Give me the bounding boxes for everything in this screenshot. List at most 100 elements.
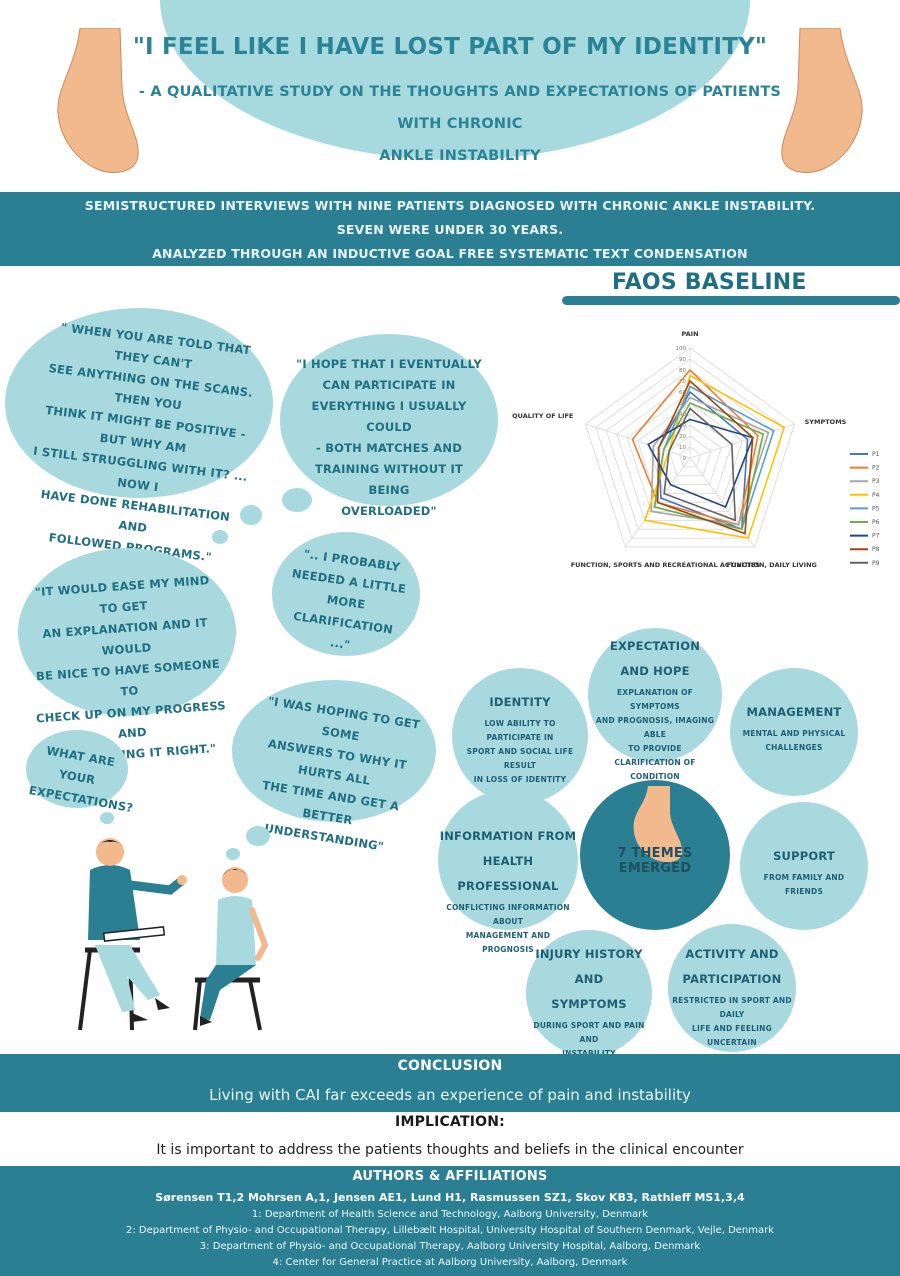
theme-desc-line: RESTRICTED IN SPORT AND DAILY [672,996,792,1019]
foot-right-illustration [781,28,863,173]
theme-desc: CONFLICTING INFORMATION ABOUT MANAGEMENT… [444,901,572,957]
legend-label: P9 [872,560,880,567]
thought-dot [240,505,262,525]
consultation-illustration [78,838,269,1031]
legend-label: P3 [872,478,880,485]
theme-title: PARTICIPATION [682,972,782,986]
quote-bubble-explanation: "IT WOULD EASE MY MIND TO GET AN EXPLANA… [18,548,236,767]
theme-desc-line: MANAGEMENT AND PROGNOSIS [465,931,551,954]
methods-line: SEVEN WERE UNDER 30 YEARS. [336,222,564,237]
quote-line: OVERLOADED" [341,504,437,518]
theme-desc-line: LIFE AND FEELING UNCERTAIN [692,1024,772,1047]
radar-grid-ring [584,347,796,548]
quote-bubble-clarification: ".. I PROBABLY NEEDED A LITTLE MORE CLAR… [272,532,420,656]
legend-label: P1 [872,451,880,458]
radar-grid-ring [679,446,701,468]
quote-line: "I HOPE THAT I EVENTUALLY [296,357,482,371]
radar-tick-label: 70 [679,379,686,385]
radar-axis-label: FUNCTION, SPORTS AND RECREATIONAL ACTIVI… [571,561,761,569]
theme-title: ACTIVITY AND [685,947,779,961]
theme-support: SUPPORT FROM FAMILY AND FRIENDS [740,802,868,930]
theme-title: HEALTH PROFESSIONAL [457,854,559,893]
affiliation-line: 1: Department of Health Science and Tech… [251,1209,649,1220]
quote-bubble-hope: "I HOPE THAT I EVENTUALLY CAN PARTICIPAT… [280,334,498,518]
thought-dot [226,848,240,860]
theme-desc-line: AND PROGNOSIS, IMAGING ABLE [595,716,715,739]
conclusion-band: CONCLUSION Living with CAI far exceeds a… [0,1054,900,1112]
thought-dot [282,488,312,512]
authors-names: Sørensen T1,2 Mohrsen A,1, Jensen AE1, L… [155,1191,745,1204]
radar-grid-ring [668,435,712,477]
legend-label: P5 [872,505,880,512]
theme-desc: MENTAL AND PHYSICAL CHALLENGES [739,727,849,755]
radar-grid-ring [595,358,785,539]
methods-line: ANALYZED THROUGH AN INDUCTIVE GOAL FREE … [152,246,748,261]
quote-line: TRAINING WITHOUT IT BEING [314,462,464,497]
theme-identity: IDENTITY LOW ABILITY TO PARTICIPATE IN S… [452,668,588,804]
theme-desc-line: TO PROVIDE CLARIFICATION OF [614,744,696,767]
legend-label: P7 [872,533,880,540]
radar-grid-ring [658,424,722,486]
radar-axis-label: FUNCTION, DAILY LIVING [727,561,817,569]
radar-series-p7 [647,418,754,508]
theme-desc: DURING SPORT AND PAIN AND INSTABILITY [533,1019,645,1061]
radar-tick-label: 80 [679,368,686,374]
faos-underline [562,296,900,305]
theme-desc-line: EXPLANATION OF SYMPTOMS [617,688,693,711]
radar-axis-line [689,457,755,548]
subtitle-line: ANKLE INSTABILITY [379,148,541,164]
theme-title: INJURY HISTORY AND [535,947,643,986]
poster-subtitle: - A QUALITATIVE STUDY ON THE THOUGHTS AN… [130,76,790,172]
radar-grid-ring [605,369,775,530]
legend-label: P6 [872,519,880,526]
theme-desc-line: LOW ABILITY TO PARTICIPATE IN [484,719,556,742]
thought-dot [100,812,114,824]
theme-center: 7 THEMES EMERGED [580,780,730,930]
theme-desc: FROM FAMILY AND FRIENDS [749,871,859,899]
theme-desc-line: IN LOSS OF IDENTITY [473,775,567,784]
thought-dot [212,530,228,544]
patient-illustration [193,867,269,1031]
theme-title: INFORMATION FROM [439,829,577,843]
quote-line: EVERYTHING I USUALLY COULD [311,399,467,434]
theme-title: IDENTITY [489,695,551,709]
radar-axis-line [689,423,795,459]
quote-text: " WHEN YOU ARE TOLD THAT THEY CAN'T SEE … [20,315,267,571]
radar-tick-label: 10 [679,445,686,451]
radar-series-p4 [643,374,786,539]
legend-label: P4 [872,492,880,499]
theme-desc-line: FROM FAMILY AND FRIENDS [763,873,845,896]
radar-axis-label: PAIN [681,330,698,338]
quote-bubble-scans: " WHEN YOU ARE TOLD THAT THEY CAN'T SEE … [5,308,273,564]
quote-text: WHAT ARE YOUR EXPECTATIONS? [27,739,134,817]
theme-desc-line: INSTABILITY [533,1047,645,1061]
theme-desc-line: MENTAL AND PHYSICAL [742,729,846,738]
legend-label: P2 [872,465,880,472]
quote-text: "I HOPE THAT I EVENTUALLY CAN PARTICIPAT… [296,354,482,522]
affiliation-line: 4: Center for General Practice at Aalbor… [272,1257,628,1268]
radar-axis-label: QUALITY OF LIFE [512,412,573,420]
theme-injury: INJURY HISTORY AND SYMPTOMS DURING SPORT… [526,930,652,1058]
theme-desc: RESTRICTED IN SPORT AND DAILY LIFE AND F… [672,994,792,1050]
legend-label: P8 [872,546,880,553]
theme-title: AND HOPE [620,664,690,678]
theme-desc-line: CONFLICTING INFORMATION ABOUT [446,903,570,926]
quote-text: ".. I PROBABLY NEEDED A LITTLE MORE CLAR… [279,542,412,663]
authors-heading: AUTHORS & AFFILIATIONS [352,1169,548,1184]
affiliation-line: 2: Department of Physio- and Occupationa… [125,1225,775,1236]
theme-activity: ACTIVITY AND PARTICIPATION RESTRICTED IN… [668,924,796,1052]
quote-bubble-answers: "I WAS HOPING TO GET SOME ANSWERS TO WHY… [232,680,436,854]
radar-tick-label: 30 [679,423,686,429]
theme-desc: LOW ABILITY TO PARTICIPATE IN SPORT AND … [457,717,583,787]
theme-title: SYMPTOMS [551,997,627,1011]
affiliation-line: 3: Department of Physio- and Occupationa… [199,1241,701,1252]
poster-title: "I FEEL LIKE I HAVE LOST PART OF MY IDEN… [132,34,768,60]
implication-text: It is important to address the patients … [156,1142,744,1158]
radar-tick-label: 60 [679,390,686,396]
quote-line: - BOTH MATCHES AND [316,441,462,455]
thought-dot [246,826,270,846]
methods-band: SEMISTRUCTURED INTERVIEWS WITH NINE PATI… [0,192,900,266]
faos-heading: FAOS BASELINE [612,270,807,295]
theme-management: MANAGEMENT MENTAL AND PHYSICAL CHALLENGE… [730,668,858,796]
radar-series-p8 [656,379,754,535]
